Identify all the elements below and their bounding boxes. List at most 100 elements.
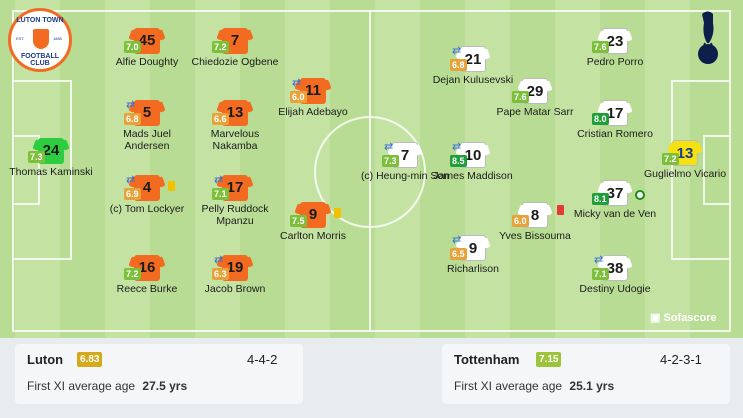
substitution-icon: ⇄ — [452, 141, 462, 153]
player-name: Yves Bissouma — [499, 230, 571, 242]
player-rating: 6.0 — [290, 91, 307, 103]
home-formation: 4-4-2 — [247, 352, 278, 367]
player-number: 13 — [676, 145, 694, 162]
player-rating: 7.0 — [124, 41, 141, 53]
player-rating: 7.6 — [592, 41, 609, 53]
player-name: Micky van de Ven — [573, 208, 657, 220]
player-number: 8 — [530, 207, 540, 224]
player-rating: 8.1 — [592, 193, 609, 205]
substitution-icon: ⇄ — [214, 254, 224, 266]
player-name: Cristian Romero — [577, 128, 653, 140]
crest-shield — [33, 29, 49, 49]
player-number: 29 — [526, 83, 544, 100]
player-name: Reece Burke — [116, 283, 178, 295]
player-number: 4 — [142, 179, 152, 196]
away-team-panel: Tottenham 7.15 4-2-3-1 First XI average … — [442, 344, 730, 404]
away-avg-value: 25.1 yrs — [569, 379, 615, 393]
player-number: 24 — [42, 142, 60, 159]
substitution-icon: ⇄ — [384, 141, 394, 153]
player-number: 21 — [464, 51, 482, 68]
yellow-card-icon — [334, 208, 341, 218]
away-average-age: First XI average age 25.1 yrs — [454, 379, 614, 393]
player-rating: 6.8 — [124, 113, 141, 125]
home-team-rating: 6.83 — [77, 352, 103, 367]
player-name: Richarlison — [447, 263, 499, 275]
player-name: Pape Matar Sarr — [496, 106, 574, 118]
player-name: Destiny Udogie — [579, 283, 651, 295]
player-name: (c) Heung-min Son — [360, 170, 450, 182]
player-number: 37 — [606, 185, 624, 202]
player-number: 13 — [226, 104, 244, 121]
away-avg-label: First XI average age — [454, 379, 563, 393]
home-team-panel: Luton 6.83 4-4-2 First XI average age 27… — [15, 344, 303, 404]
player-rating: 7.2 — [212, 41, 229, 53]
player-rating: 7.6 — [512, 91, 529, 103]
player-name: Elijah Adebayo — [278, 106, 348, 118]
player-number: 17 — [606, 105, 624, 122]
away-team-name: Tottenham — [454, 352, 520, 367]
player-number: 45 — [138, 32, 156, 49]
substitution-icon: ⇄ — [452, 45, 462, 57]
away-six-yard-box — [703, 135, 731, 205]
goal-ball-icon — [635, 190, 645, 200]
player-rating: 8.0 — [592, 113, 609, 125]
player-number: 11 — [305, 82, 321, 99]
home-penalty-box — [12, 80, 72, 260]
player-rating: 7.1 — [212, 188, 229, 200]
player-rating: 6.9 — [124, 188, 141, 200]
player-number: 5 — [142, 104, 152, 121]
sofascore-text: Sofascore — [663, 312, 717, 324]
player-name: Chiedozie Ogbene — [191, 56, 279, 68]
player-rating: 6.8 — [450, 59, 467, 71]
player-name: Dejan Kulusevski — [432, 74, 514, 86]
player-number: 19 — [226, 259, 244, 276]
player-rating: 6.0 — [512, 215, 529, 227]
player-number: 7 — [230, 32, 240, 49]
player-number: 16 — [138, 259, 156, 276]
crest-text-bottom: FOOTBALL CLUB — [20, 53, 60, 67]
away-penalty-box — [671, 80, 731, 260]
sofascore-watermark: ▣ Sofascore — [650, 312, 717, 324]
player-number: 9 — [468, 240, 478, 257]
player-rating: 6.3 — [212, 268, 229, 280]
home-average-age: First XI average age 27.5 yrs — [27, 379, 187, 393]
player-name: James Maddison — [433, 170, 513, 182]
player-number: 10 — [464, 147, 482, 164]
player-rating: 8.5 — [450, 155, 467, 167]
home-avg-label: First XI average age — [27, 379, 136, 393]
player-name: Guglielmo Vicario — [643, 168, 727, 180]
player-number: 23 — [606, 33, 624, 50]
player-rating: 7.2 — [662, 153, 679, 165]
home-avg-value: 27.5 yrs — [142, 379, 188, 393]
centre-circle — [314, 116, 426, 228]
player-name: Carlton Morris — [280, 230, 346, 242]
home-team-name: Luton — [27, 352, 64, 367]
away-formation: 4-2-3-1 — [660, 352, 702, 367]
player-number: 38 — [606, 260, 624, 277]
crest-year: 1885 — [53, 36, 62, 41]
pitch-boundary — [12, 10, 731, 332]
red-card-icon — [557, 205, 564, 215]
